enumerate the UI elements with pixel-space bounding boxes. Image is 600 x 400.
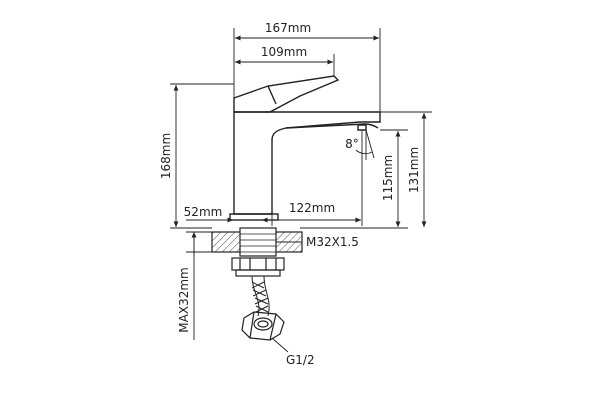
dimension-lines bbox=[170, 28, 432, 353]
faucet-outline bbox=[229, 75, 381, 221]
dim-overall-length: 167mm bbox=[265, 21, 311, 35]
dim-total-height: 168mm bbox=[159, 133, 173, 179]
label-thread: M32X1.5 bbox=[306, 235, 359, 249]
dim-spout-clearance: 115mm bbox=[381, 155, 395, 201]
dim-aerator-angle: 8° bbox=[345, 137, 359, 151]
dim-max-counter-thickness: MAX32mm bbox=[177, 267, 191, 332]
dim-handle-length: 109mm bbox=[261, 45, 307, 59]
inlet-nut bbox=[241, 311, 285, 341]
label-inlet: G1/2 bbox=[286, 353, 315, 367]
supply-hose bbox=[251, 275, 270, 317]
mounting-nut bbox=[231, 257, 285, 277]
dim-spout-reach: 122mm bbox=[289, 201, 335, 215]
dim-base-width: 52mm bbox=[184, 205, 223, 219]
dim-spout-height: 131mm bbox=[407, 147, 421, 193]
counter-slab bbox=[211, 227, 303, 257]
